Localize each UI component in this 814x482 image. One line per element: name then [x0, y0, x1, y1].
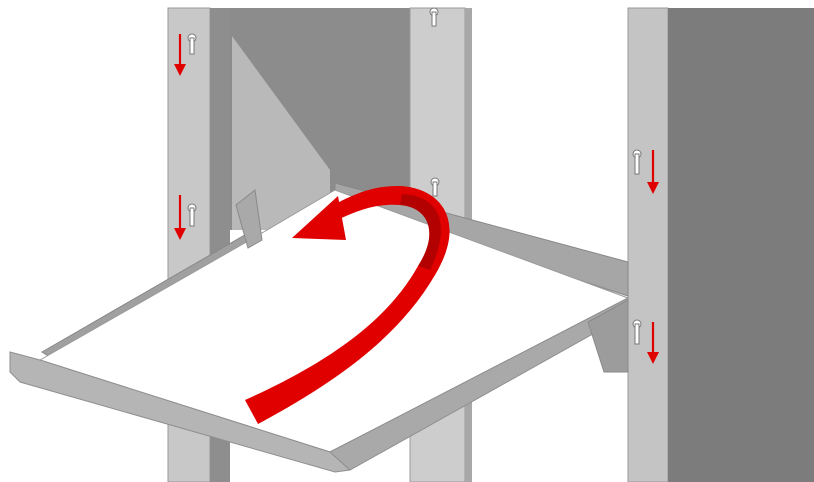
- keyhole-slot-icon: [632, 319, 642, 345]
- keyhole-slot-icon: [187, 33, 197, 55]
- curved-arrow-icon: [245, 185, 450, 424]
- down-arrow-icon: [647, 322, 659, 364]
- triangular-gusset: [232, 36, 330, 230]
- right-upright-front: [627, 7, 669, 482]
- keyhole-slot-icon: [187, 203, 197, 227]
- curved-arrow-shade: [400, 194, 441, 270]
- shelf-front-lip: [9, 351, 352, 473]
- down-arrow-icon: [174, 195, 186, 240]
- right-upright-side: [668, 8, 814, 482]
- right-front-bracket: [587, 299, 629, 373]
- curved-arrow-head: [292, 196, 346, 240]
- right-upright: [627, 7, 814, 482]
- shelf-rear-left-lip: [235, 189, 263, 249]
- keyhole-slot-icon: [429, 7, 439, 27]
- down-arrow-icon: [174, 34, 186, 76]
- keyhole-slot-icon: [632, 149, 642, 175]
- keyhole-slot-icon: [430, 177, 440, 197]
- down-arrow-icon: [647, 150, 659, 194]
